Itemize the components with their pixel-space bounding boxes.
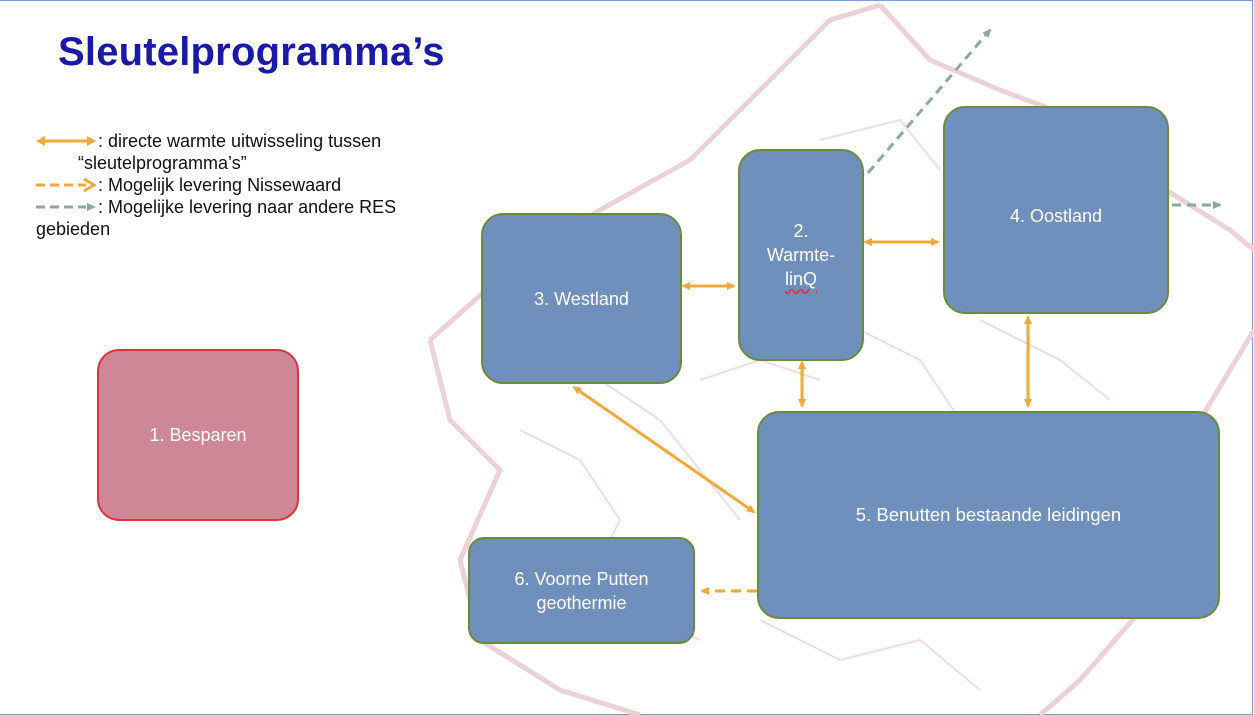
page-title: Sleutelprogramma’s [58,30,445,74]
legend-item-other-res: : Mogelijke levering naar andere RES geb… [36,196,476,240]
box-label-line: geothermie [536,592,627,613]
box-westland: 3. Westland [481,213,682,384]
dashed-arrow-icon [36,203,96,211]
legend-item-direct-exchange: : directe warmte uitwisseling tussen “sl… [36,130,476,174]
box-label-line: 2. [793,221,809,241]
box-oostland: 4. Oostland [943,106,1169,314]
legend-text-line: gebieden [36,219,111,239]
arrow-westland-benutten [572,386,756,514]
box-warmtelinq: 2. Warmte- linQ [738,149,864,361]
legend-text-line: “sleutelprogramma’s” [78,153,247,173]
legend-item-nissewaard: : Mogelijk levering Nissewaard [36,174,476,196]
box-benutten: 5. Benutten bestaande leidingen [757,411,1220,619]
box-besparen: 1. Besparen [97,349,299,521]
box-label: 6. Voorne Putten geothermie [514,567,648,615]
box-label: 4. Oostland [1009,206,1103,226]
box-label: 3. Westland [534,288,629,309]
legend-text-line: : directe warmte uitwisseling tussen [98,131,382,151]
box-label: 5. Benutten bestaande leidingen [855,504,1122,525]
dashed-arrow-icon [36,178,96,192]
double-arrow-icon [36,136,96,146]
box-voorne-putten: 6. Voorne Putten geothermie [468,537,695,644]
legend: : directe warmte uitwisseling tussen “sl… [36,130,476,240]
box-label: 2. Warmte- linQ [767,219,835,291]
box-label: 1. Besparen [149,425,247,445]
arrow-warmtelinq-other-res [866,28,992,174]
legend-text-line: : Mogelijk levering Nissewaard [98,175,342,195]
box-label-line: 6. Voorne Putten [514,568,649,589]
legend-text-line: : Mogelijke levering naar andere RES [98,197,397,217]
box-label-line: Warmte- [766,245,836,265]
box-label-line: linQ [784,269,817,289]
